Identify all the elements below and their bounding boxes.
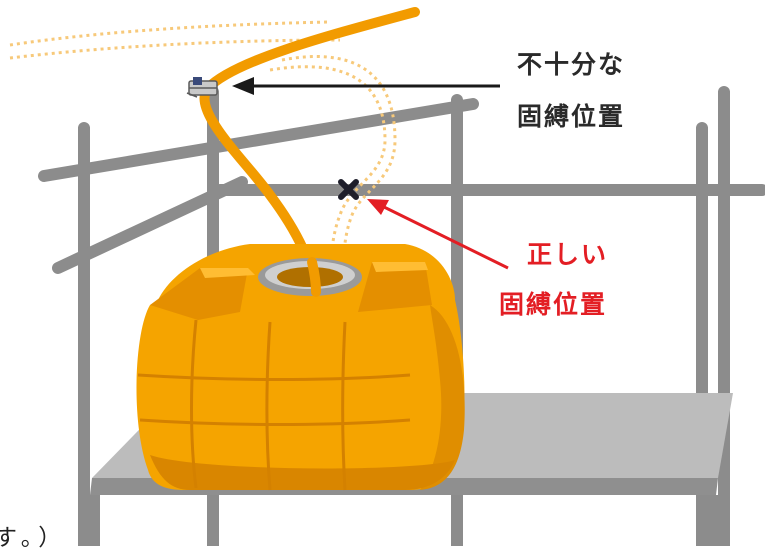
insufficient-position-label-line1: 不十分な	[517, 50, 626, 79]
water-tank	[136, 244, 465, 491]
scaffold-brace-top	[38, 98, 479, 182]
correct-position-label-line2: 固縛位置	[499, 290, 608, 319]
insufficient-position-label-line2: 固縛位置	[517, 102, 626, 131]
cut-off-caption-text: す。）	[0, 525, 68, 551]
dotted-hose-correct-path	[9, 20, 397, 291]
hose-clamp-icon	[186, 77, 218, 98]
correct-position-label-line1: 正しい	[527, 240, 609, 269]
arrow-insufficient	[232, 77, 500, 95]
hose-into-tank	[307, 257, 321, 297]
cross-mark-icon	[338, 179, 359, 200]
scaffold-brace-lower	[52, 176, 248, 274]
arrow-correct	[367, 199, 509, 270]
hose-actual	[199, 7, 420, 297]
